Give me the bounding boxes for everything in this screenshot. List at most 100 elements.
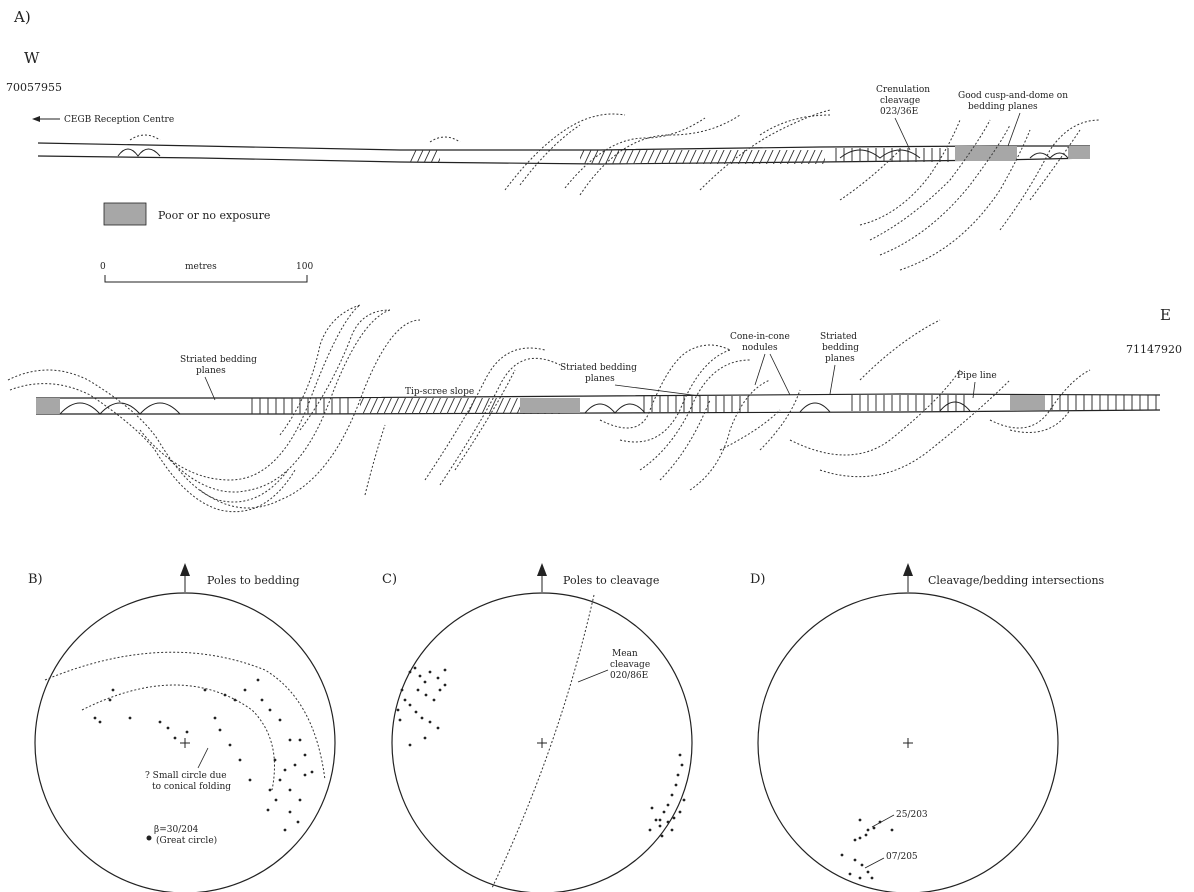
bedding-pole-30 <box>283 828 287 832</box>
mean-cleavage-annotation: Mean cleavage 020/86E <box>577 649 650 683</box>
stereonet-c-title: Poles to cleavage <box>563 574 659 587</box>
cleavage-pole-18 <box>416 688 420 692</box>
lower-fold-beds-4 <box>1045 395 1160 410</box>
intersection-point-1 <box>866 828 870 832</box>
cleavage-pole-28 <box>666 803 670 807</box>
intersection-point-12 <box>858 876 862 880</box>
crenulation-annotation: Crenulation cleavage 023/36E <box>876 85 930 151</box>
cleavage-pole-25 <box>676 773 680 777</box>
beta-point <box>146 835 152 841</box>
cone-annotation: Cone-in-cone nodules <box>730 332 791 396</box>
poor-exposure-label: Poor or no exposure <box>158 209 270 222</box>
intersection-point-7 <box>853 838 857 842</box>
lower-hatched-beds <box>360 398 560 414</box>
bedding-pole-31 <box>266 808 270 812</box>
upper-hatched-beds-west <box>410 150 440 162</box>
upper-form-lines <box>129 109 1101 271</box>
bedding-pole-4 <box>128 716 132 720</box>
cleavage-pole-33 <box>678 810 682 814</box>
bedding-pole-12 <box>243 688 247 692</box>
intersection-point-4 <box>864 833 868 837</box>
upper-traverse-strip <box>37 142 1091 165</box>
bedding-pole-13 <box>256 678 260 682</box>
bedding-pole-23 <box>278 778 282 782</box>
small-circle-note-1: ? Small circle due <box>145 771 227 781</box>
bedding-pole-28 <box>288 810 292 814</box>
bedding-pole-7 <box>173 736 177 740</box>
cleavage-pole-16 <box>398 718 402 722</box>
mean-line-1: Mean <box>612 649 638 659</box>
striated-2-line-1: Striated bedding <box>560 363 637 373</box>
intersection-point-14 <box>870 876 874 880</box>
panel-a-label: A) <box>13 8 31 26</box>
stereonet-d-annotation-1: 25/203 <box>871 810 928 828</box>
cleavage-pole-37 <box>648 828 652 832</box>
intersection-point-0 <box>858 818 862 822</box>
cusp-annotation: Good cusp-and-dome on bedding planes <box>958 91 1068 147</box>
upper-poor-exposure-2 <box>1068 146 1090 159</box>
north-arrow-c <box>537 563 547 592</box>
lower-poor-exposure-3 <box>1010 395 1045 410</box>
bedding-pole-11 <box>233 698 237 702</box>
bedding-pole-34 <box>248 778 252 782</box>
striated-1-line-2: planes <box>196 366 226 376</box>
intersection-point-9 <box>853 858 857 862</box>
poor-exposure-swatch <box>103 202 147 226</box>
bedding-pole-27 <box>274 798 278 802</box>
cleavage-pole-15 <box>408 743 412 747</box>
intersection-label-1: 25/203 <box>896 810 928 820</box>
cleavage-pole-5 <box>436 676 440 680</box>
cone-line-1: Cone-in-cone <box>730 332 790 342</box>
bedding-pole-3 <box>98 720 102 724</box>
pipe-line-annotation: Pipe line <box>957 371 997 399</box>
cleavage-pole-29 <box>662 810 666 814</box>
stereonet-b-small-circle-note: ? Small circle due to conical folding <box>145 747 231 792</box>
lower-fold-beds-2 <box>640 396 750 412</box>
bedding-pole-32 <box>303 773 307 777</box>
upper-fold-beds <box>830 148 955 162</box>
cleavage-pole-21 <box>438 688 442 692</box>
cleavage-pole-2 <box>418 674 422 678</box>
scale-max: 100 <box>296 262 313 272</box>
lower-fold-beds-3 <box>845 395 965 411</box>
stereonet-d-annotation-2: 07/205 <box>864 852 918 869</box>
panel-b-label: B) <box>28 572 43 587</box>
bedding-pole-17 <box>288 738 292 742</box>
cleavage-pole-6 <box>443 668 447 672</box>
stereonet-b-centre <box>180 738 190 748</box>
bedding-pole-36 <box>228 743 232 747</box>
cleavage-pole-26 <box>674 783 678 787</box>
cleavage-pole-23 <box>678 753 682 757</box>
intersection-label-2: 07/205 <box>886 852 918 862</box>
cusp-line-1: Good cusp-and-dome on <box>958 91 1068 101</box>
mean-line-2: cleavage <box>610 660 650 670</box>
stereonet-d-points <box>840 818 894 880</box>
cleavage-pole-0 <box>408 670 412 674</box>
bedding-pole-2 <box>93 716 97 720</box>
bedding-pole-24 <box>288 788 292 792</box>
bedding-pole-21 <box>283 768 287 772</box>
intersection-point-11 <box>866 870 870 874</box>
bedding-pole-33 <box>310 770 314 774</box>
cleavage-pole-3 <box>423 680 427 684</box>
stereonet-d-centre <box>903 738 913 748</box>
panel-c-label: C) <box>382 572 397 587</box>
cleavage-pole-32 <box>672 816 676 820</box>
north-arrow-d <box>903 563 913 592</box>
striated-3-line-2: bedding <box>822 343 859 353</box>
stereonet-c-centre <box>537 738 547 748</box>
cone-line-2: nodules <box>742 343 778 353</box>
scale-unit: metres <box>185 262 217 272</box>
cleavage-pole-11 <box>420 716 424 720</box>
reception-label: CEGB Reception Centre <box>64 115 174 125</box>
cleavage-pole-1 <box>413 666 417 670</box>
beta-label-1: β=30/204 <box>154 825 199 835</box>
striated-annotation-3: Striated bedding planes <box>820 332 859 395</box>
reception-arrow <box>32 116 60 122</box>
small-circle-note-2: to conical folding <box>152 782 231 792</box>
intersection-point-10 <box>860 863 864 867</box>
bedding-pole-1 <box>108 698 112 702</box>
bedding-pole-26 <box>268 788 272 792</box>
stereonet-d-title: Cleavage/bedding intersections <box>928 574 1105 587</box>
